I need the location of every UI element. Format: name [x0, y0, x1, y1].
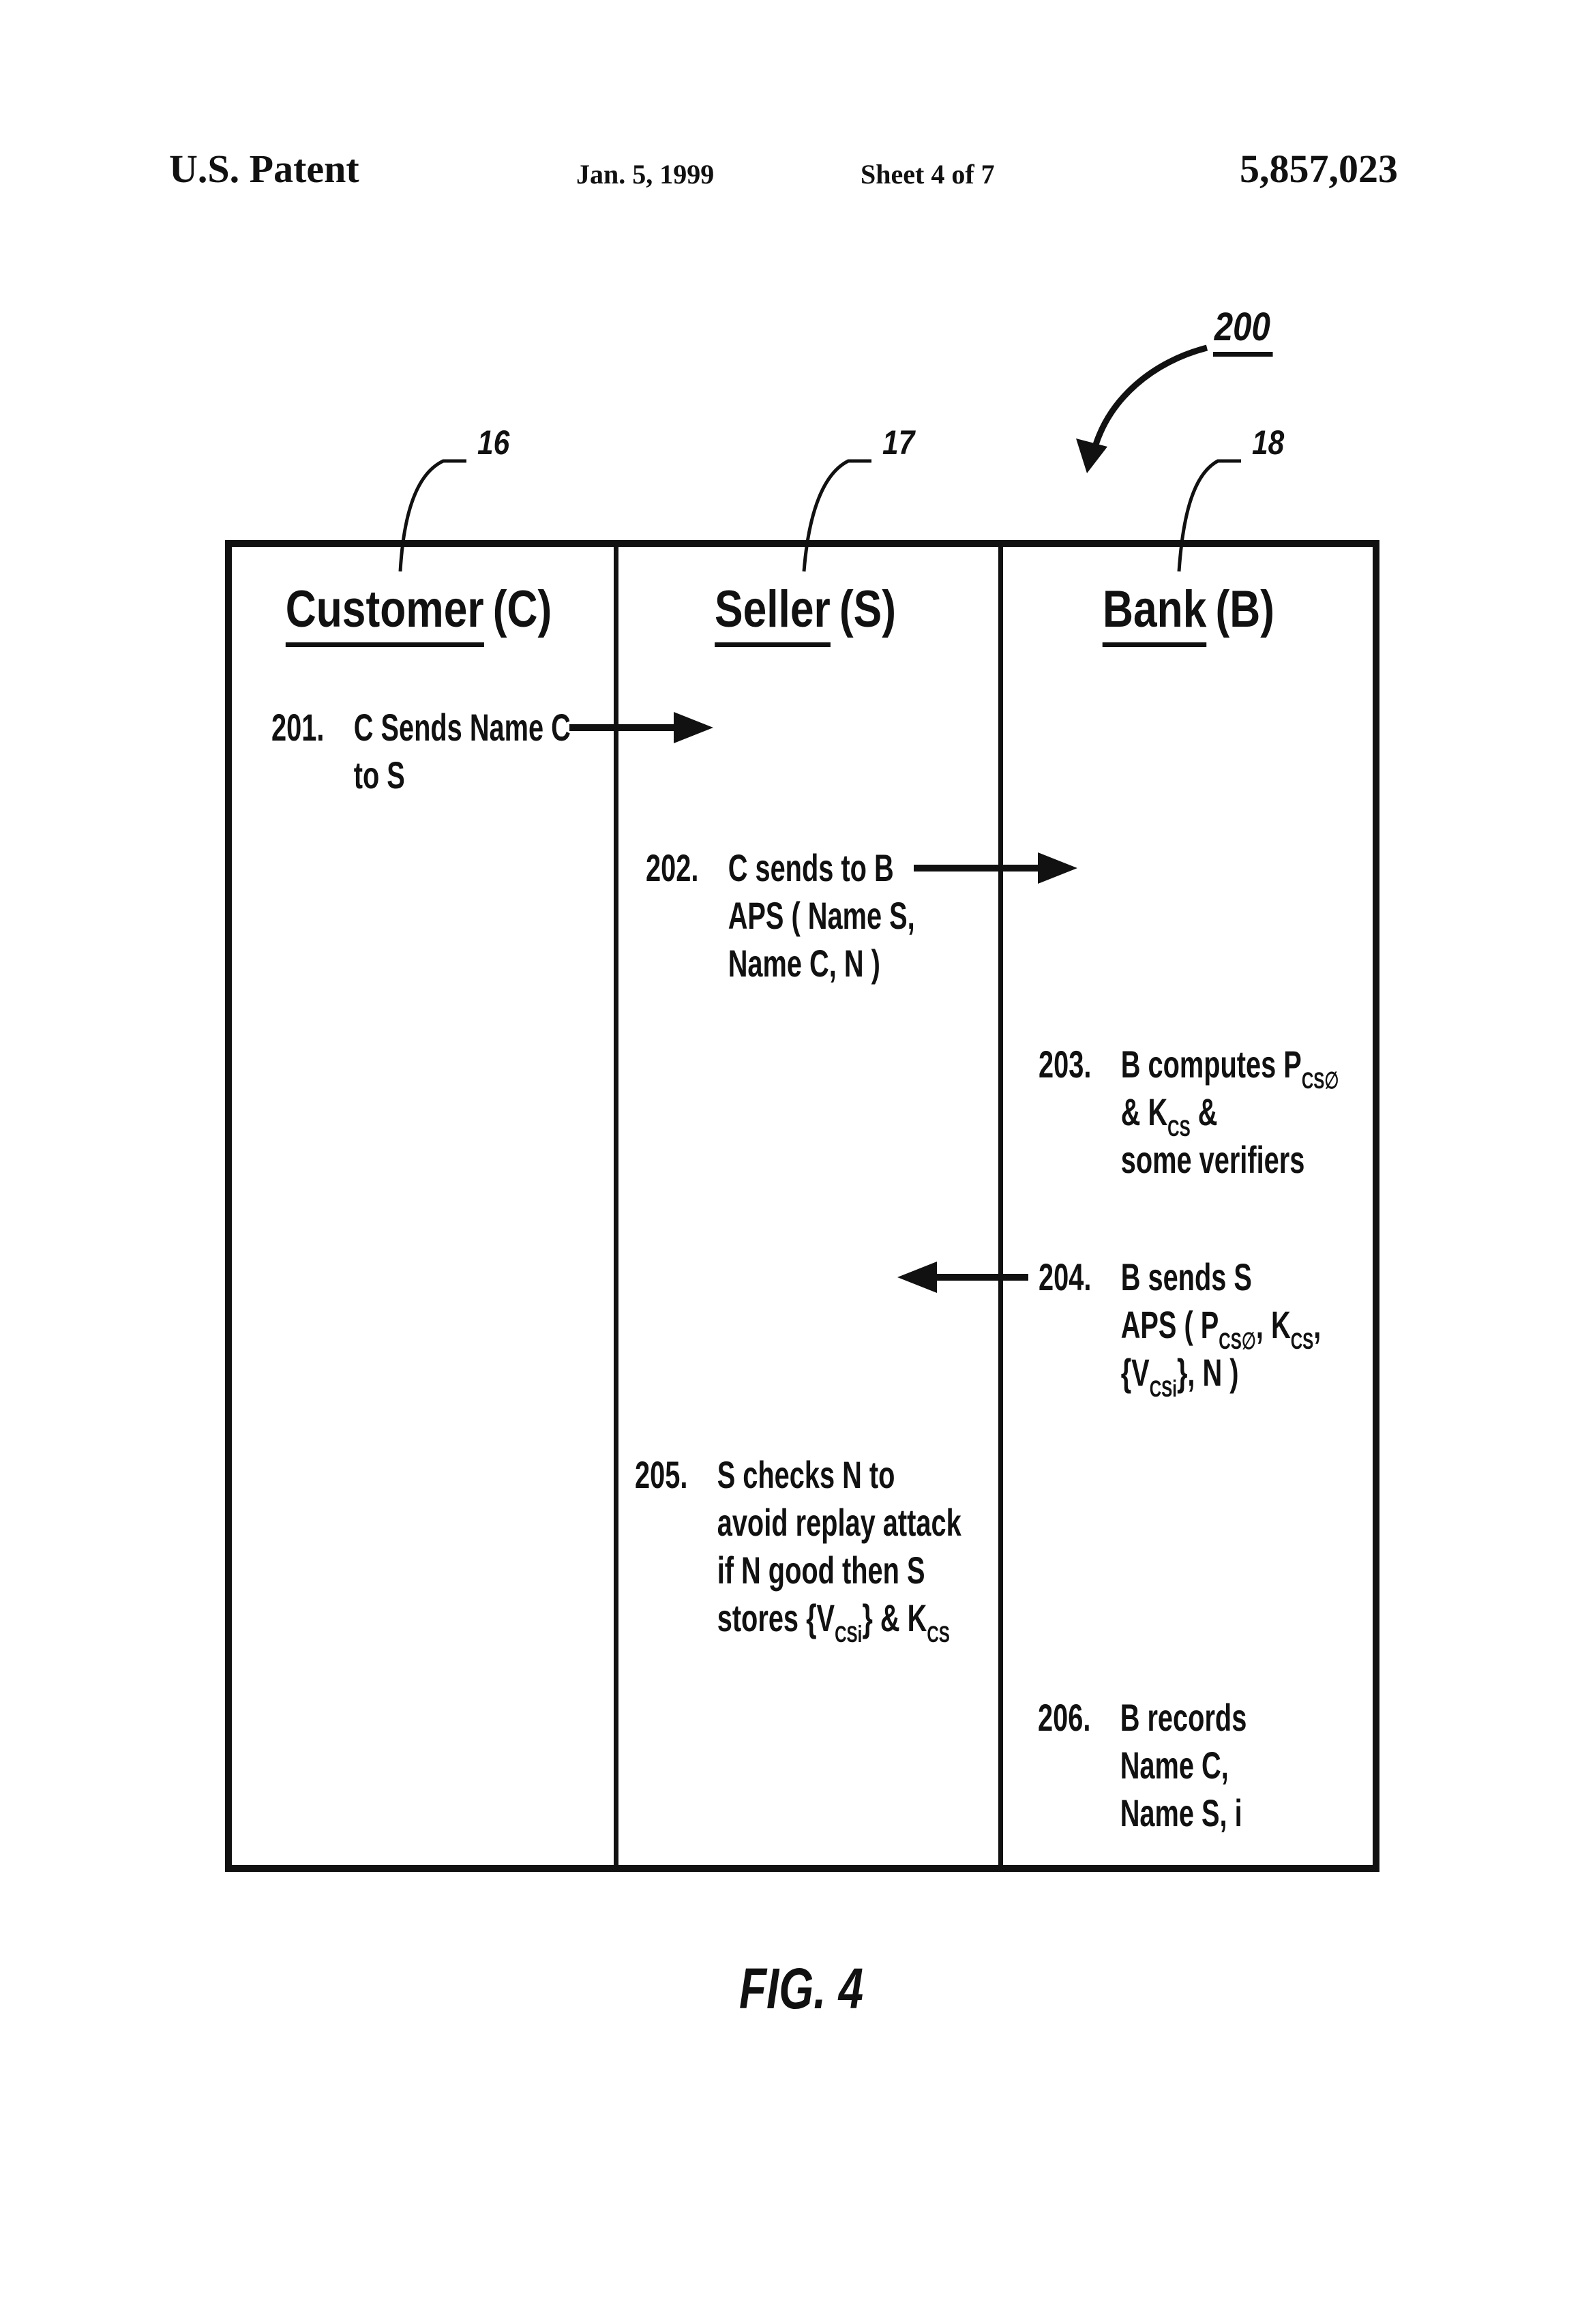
step-205-text: S checks N to avoid replay attack if N goo… [717, 1451, 961, 1648]
patent-title: U.S. Patent [169, 147, 359, 191]
figure-label: FIG. 4 [738, 1956, 864, 2021]
patent-number: 5,857,023 [1240, 147, 1398, 191]
step-text-line: B computes PCS∅ [1120, 1043, 1339, 1094]
column-abbrev-seller: (S) [839, 580, 896, 638]
step-text-line: & KCS & [1120, 1090, 1218, 1142]
column-name-seller: Seller [715, 580, 831, 647]
step-text-line: C Sends Name C [353, 706, 571, 749]
patent-date: Jan. 5, 1999 [576, 159, 715, 190]
step-206-number: 206. [1038, 1696, 1091, 1739]
step-202-text: C sends to B APS ( Name S, Name C, N ) [728, 844, 915, 987]
step-205: 205. S checks N to avoid replay attack if … [635, 1451, 961, 1648]
step-201-text: C Sends Name C to S [354, 704, 571, 799]
step-201-number: 201. [271, 706, 325, 749]
column-abbrev-customer: (C) [492, 580, 552, 638]
step-201: 201. C Sends Name C to S [271, 704, 571, 799]
column-ref-17: 17 [882, 423, 915, 462]
column-name-customer: Customer [285, 580, 484, 647]
column-divider-seller-bank [998, 547, 1003, 1865]
column-abbrev-bank: (B) [1215, 580, 1275, 638]
column-divider-customer-seller [614, 547, 618, 1865]
step-203: 203. B computes PCS∅& KCS &some verifier… [1039, 1041, 1339, 1184]
step-text-line: APS ( PCS∅, KCS, [1120, 1303, 1322, 1354]
sequence-table [225, 540, 1379, 1872]
sheet-info: Sheet 4 of 7 [861, 159, 995, 190]
step-text-line: avoid replay attack [717, 1501, 961, 1544]
step-205-number: 205. [635, 1453, 688, 1496]
step-text-line: C sends to B [728, 846, 894, 889]
ref-200-leader-arrow [1090, 344, 1208, 453]
column-ref-16: 16 [477, 423, 510, 462]
figure-ref-200: 200 [1213, 304, 1273, 357]
step-text-line: Name C, N ) [728, 942, 880, 985]
step-text-line: S checks N to [717, 1453, 895, 1496]
step-text-line: B records [1120, 1696, 1247, 1739]
step-text-line: if N good then S [717, 1549, 925, 1592]
step-text-line: APS ( Name S, [728, 894, 915, 937]
ref-200-arrowhead [1076, 438, 1107, 473]
step-text-line: {VCSi}, N ) [1120, 1351, 1239, 1402]
step-204: 204. B sends S APS ( PCS∅, KCS,{VCSi}, N … [1039, 1253, 1322, 1402]
step-text-line: some verifiers [1120, 1138, 1305, 1181]
step-text-line: B sends S [1120, 1255, 1252, 1298]
step-text-line: to S [353, 754, 405, 796]
column-ref-18: 18 [1252, 423, 1285, 462]
step-203-text: B computes PCS∅& KCS &some verifiers [1121, 1041, 1339, 1184]
column-name-bank: Bank [1102, 580, 1207, 647]
column-header-seller: Seller(S) [660, 580, 951, 647]
step-202: 202. C sends to B APS ( Name S, Name C, N … [646, 844, 915, 987]
step-text-line: stores {VCSi} & KCS [717, 1596, 950, 1648]
step-203-number: 203. [1039, 1043, 1092, 1086]
column-header-customer: Customer(C) [273, 580, 564, 647]
step-204-text: B sends S APS ( PCS∅, KCS,{VCSi}, N ) [1120, 1253, 1322, 1402]
step-202-number: 202. [646, 846, 699, 889]
step-text-line: Name C, [1120, 1744, 1229, 1787]
step-text-line: Name S, i [1120, 1791, 1242, 1834]
step-204-number: 204. [1039, 1255, 1092, 1298]
column-header-bank: Bank(B) [1043, 580, 1334, 647]
